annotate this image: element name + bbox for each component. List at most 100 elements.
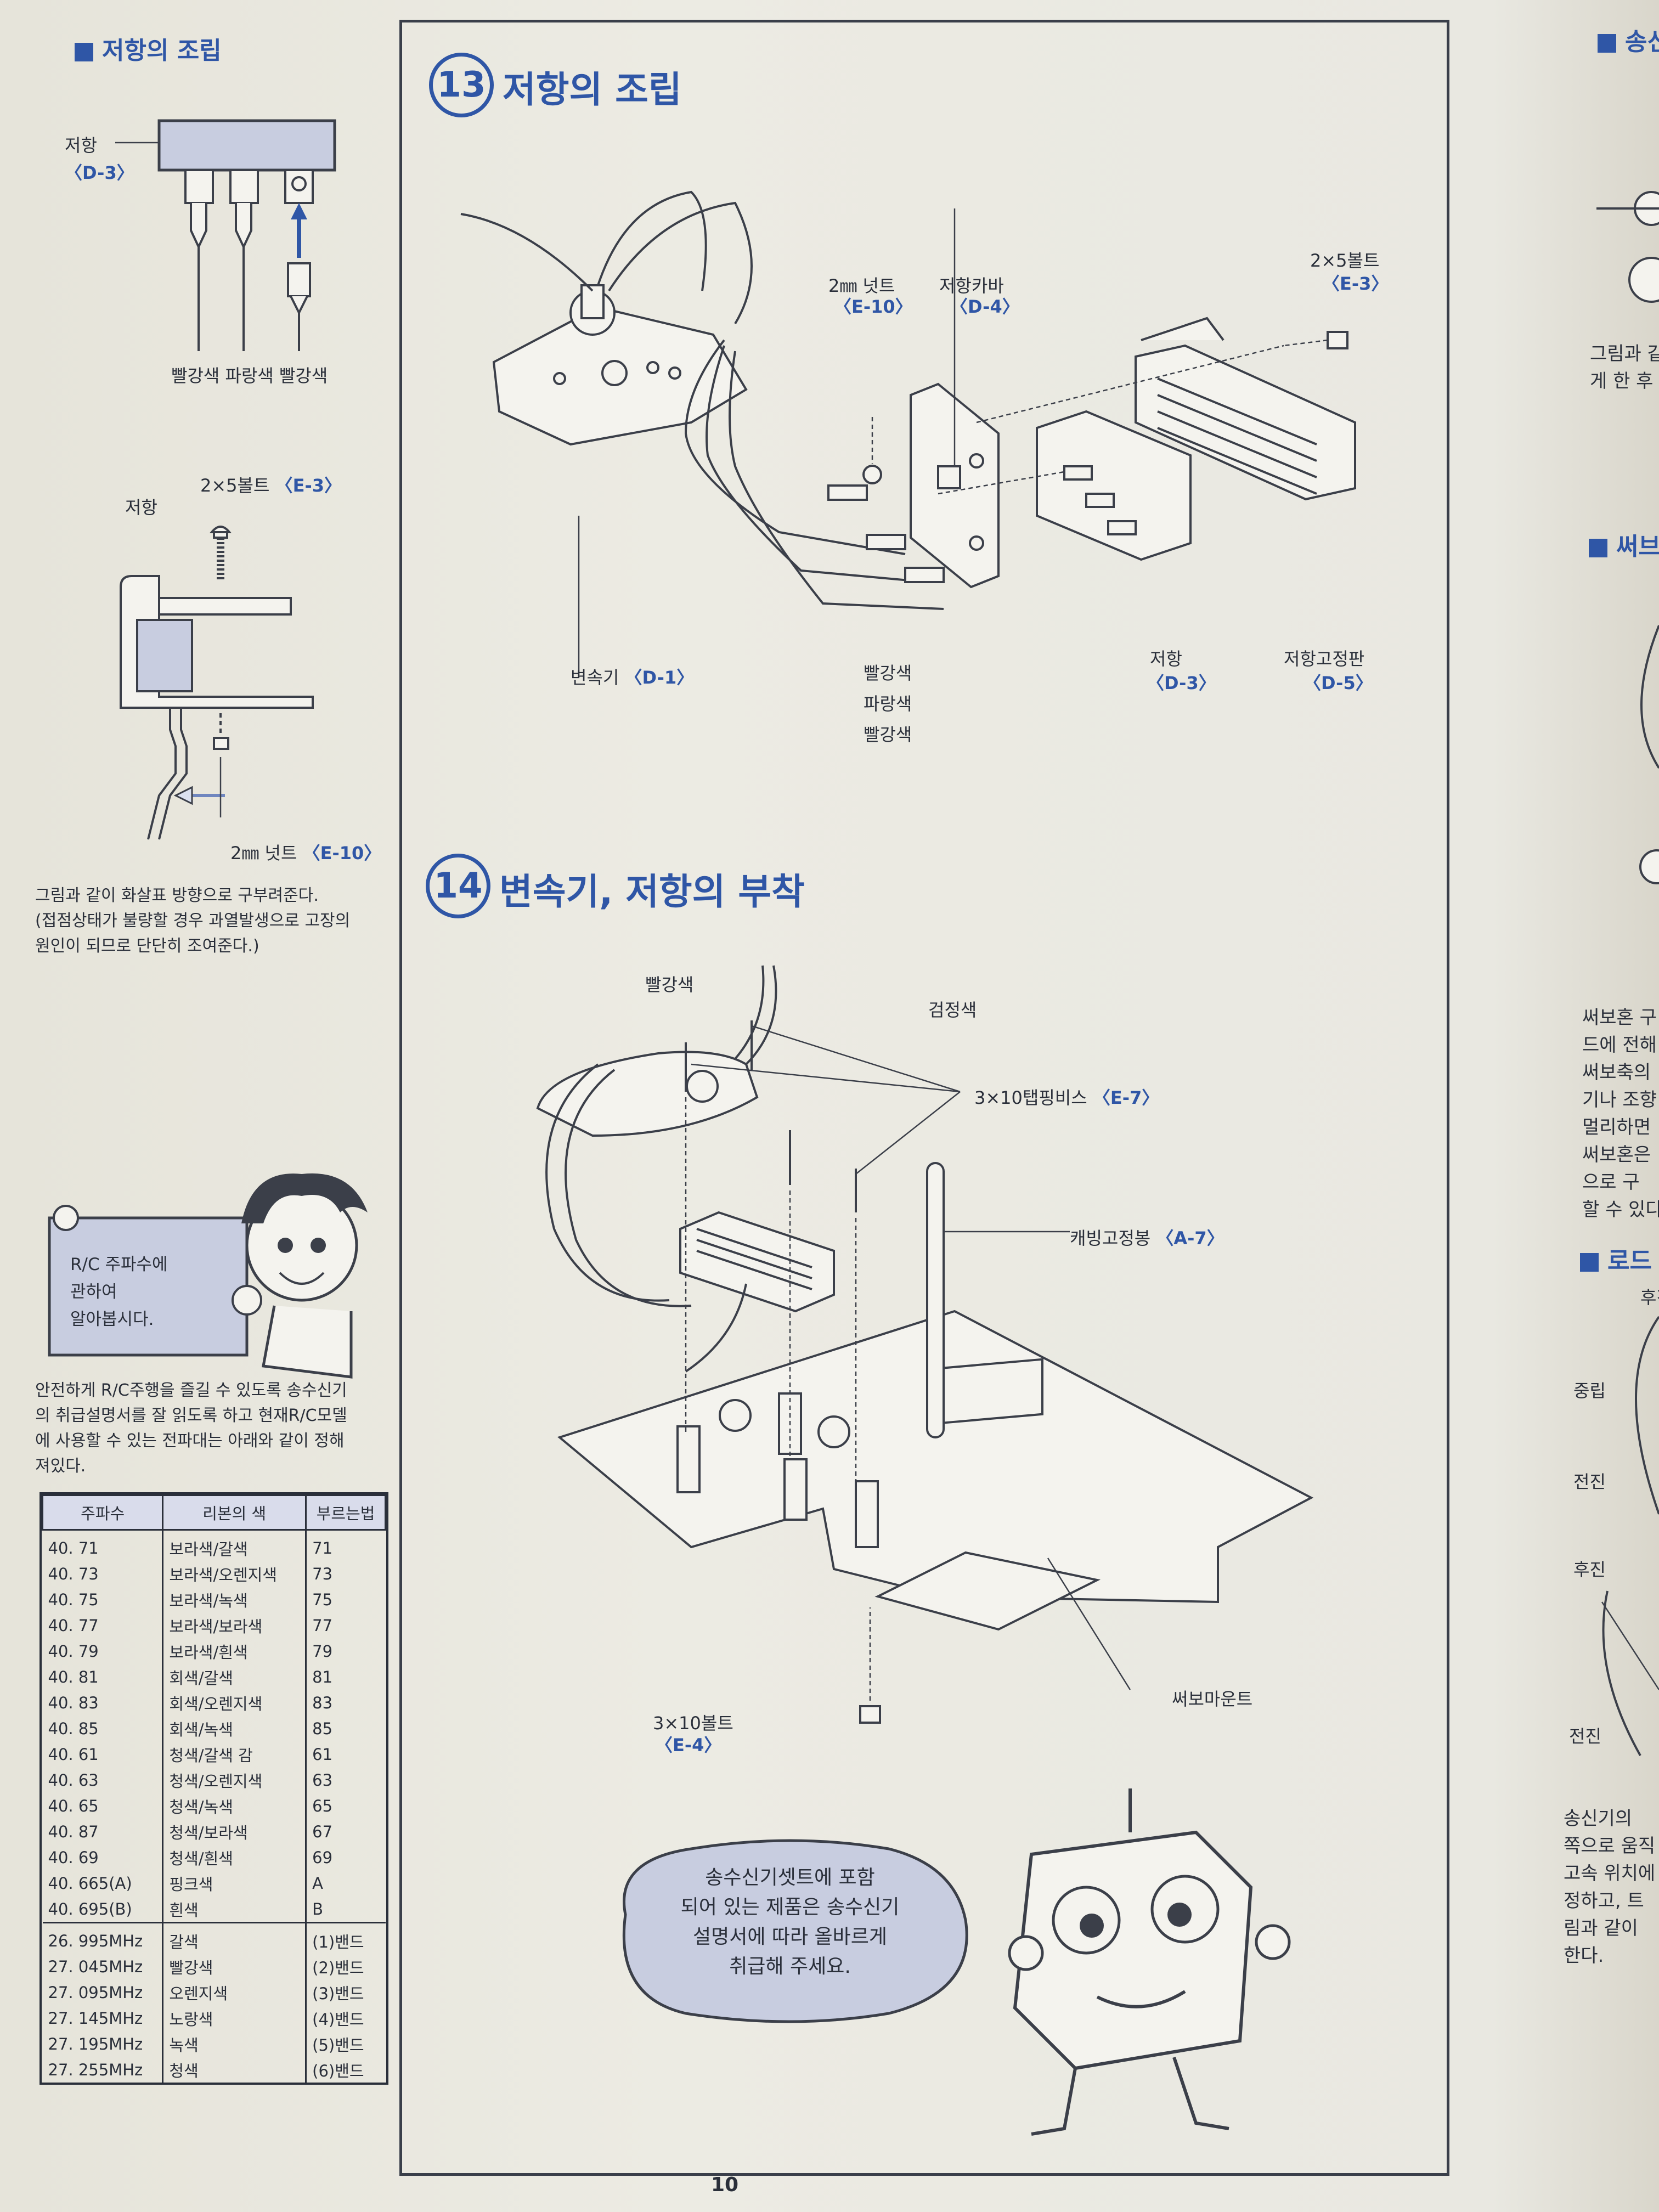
ribbon-color-cell: 회색/녹색 <box>162 1716 306 1741</box>
speech-bubble-text: 송수신기셋트에 포함 되어 있는 제품은 송수신기 설명서에 따라 올바르게 취… <box>636 1863 944 1982</box>
ribbon-color-cell: 청색/오렌지색 <box>162 1767 306 1793</box>
ribbon-color-cell: 녹색 <box>162 2031 306 2057</box>
right-text-c-line-2: 쪽으로 움직 <box>1564 1835 1656 1857</box>
call-name-cell: 71 <box>305 1530 386 1561</box>
right-title-1-text: 송신 <box>1625 28 1659 56</box>
diagram2-resistor-label: 저항 <box>125 497 157 518</box>
call-name-cell: 81 <box>305 1664 386 1690</box>
diagram2-nut-label: 2㎜ 넛트 〈E-10〉 <box>230 839 381 865</box>
frequency-cell: 40. 665(A) <box>48 1874 132 1893</box>
step13-cover-code: 〈D-4〉 <box>950 296 1020 317</box>
call-name-cell: 75 <box>305 1587 386 1612</box>
right-text-b-line-3: 써보축의 <box>1582 1062 1651 1084</box>
section-title-resistor-assembly: 저항의 조립 <box>75 31 222 66</box>
speech-bubble-shape <box>622 1839 968 2023</box>
right-text-a: 그림과 같 게 한 후 <box>1590 340 1659 395</box>
instruction-panel <box>399 20 1449 2176</box>
step14-black-label: 검정색 <box>928 1000 977 1020</box>
frequency-cell: 40. 73 <box>48 1564 99 1583</box>
frequency-cell: 40. 79 <box>48 1641 99 1661</box>
call-name-cell: (5)밴드 <box>305 2031 386 2057</box>
table-header-frequency: 주파수 <box>41 1494 164 1531</box>
step14-servo-mount-label: 써보마운트 <box>1172 1689 1253 1709</box>
right-servo-horn-sketch <box>1639 625 1659 884</box>
step13-red2-label: 빨강색 <box>864 724 912 745</box>
frequency-cell: 27. 045MHz <box>48 1957 143 1976</box>
frequency-cell: 40. 77 <box>48 1616 99 1635</box>
bubble-line-1: 송수신기셋트에 포함 <box>705 1866 875 1889</box>
ribbon-color-cell: 청색 <box>162 2057 306 2083</box>
transmitter-mascot-illustration <box>1008 1788 1291 2136</box>
step13-plate-label: 저항고정판 <box>1284 648 1365 669</box>
table-header-call-name: 부르는법 <box>305 1494 386 1531</box>
table-row: 27. 195MHz 녹색(5)밴드 <box>43 2031 386 2057</box>
call-name-cell: A <box>305 1870 386 1896</box>
right-servo-sketch <box>1596 191 1659 303</box>
call-name-cell: 77 <box>305 1612 386 1638</box>
right-text-c-line-3: 고속 위치에 <box>1564 1863 1656 1884</box>
right-label-forward-1: 전진 <box>1573 1471 1606 1492</box>
step-14-assembly-drawing <box>536 965 1314 1724</box>
diagram2-bolt-code: 〈E-3〉 <box>275 475 342 496</box>
frequency-cell: 27. 195MHz <box>48 2034 143 2053</box>
ribbon-color-cell: 빨강색 <box>162 1954 306 1979</box>
intro-line-4: 져있다. <box>35 1457 86 1476</box>
frequency-cell: 40. 69 <box>48 1848 99 1867</box>
frequency-cell: 40. 83 <box>48 1693 99 1712</box>
right-text-a-1: 그림과 같 <box>1590 343 1659 365</box>
cartoon-boy-illustration <box>48 1173 368 1379</box>
bubble-line-2: 되어 있는 제품은 송수신기 <box>680 1896 900 1918</box>
ribbon-color-cell: 회색/오렌지색 <box>162 1690 306 1716</box>
ribbon-color-cell: 청색/흰색 <box>162 1844 306 1870</box>
right-text-b-line-1: 써보혼 구 <box>1582 1007 1657 1029</box>
body-post-text: 캐빙고정봉 <box>1070 1228 1151 1249</box>
frequency-sign-text: R/C 주파수에 관하여 알아봅시다. <box>70 1251 168 1333</box>
call-name-cell: 65 <box>305 1793 386 1819</box>
step-14-number: 14 <box>426 854 490 918</box>
speed-controller-text: 변속기 <box>571 667 619 688</box>
ribbon-color-cell: 청색/보라색 <box>162 1819 306 1844</box>
call-name-cell: 67 <box>305 1819 386 1844</box>
tapping-screw-text: 3×10탭핑비스 <box>974 1087 1087 1108</box>
section-square-icon <box>75 43 93 61</box>
ribbon-color-cell: 청색/녹색 <box>162 1793 306 1819</box>
section-title-text: 저항의 조립 <box>102 37 222 65</box>
call-name-cell: 73 <box>305 1561 386 1587</box>
right-label-reverse-1: 후진 <box>1640 1287 1659 1308</box>
diagram1-resistor-code: 〈D-3〉 <box>65 162 134 183</box>
ribbon-color-cell: 갈색 <box>162 1922 306 1954</box>
sign-line-1: R/C 주파수에 <box>70 1255 168 1274</box>
right-title-3-text: 로드 <box>1607 1247 1652 1275</box>
assembly-note: 그림과 같이 화살표 방향으로 구부려준다. (접점상태가 불량할 경우 과열발… <box>35 883 386 959</box>
ribbon-color-cell: 보라색/갈색 <box>162 1530 306 1561</box>
frequency-cell: 40. 61 <box>48 1745 99 1764</box>
frequency-cell: 27. 255MHz <box>48 2060 143 2079</box>
right-square-icon-1 <box>1598 34 1616 53</box>
page-number: 10 <box>711 2174 739 2196</box>
bubble-line-3: 설명서에 따라 올바르게 <box>692 1926 888 1948</box>
note-line-3: 원인이 되므로 단단히 조여준다.) <box>35 936 259 956</box>
right-text-c-line-6: 한다. <box>1564 1945 1604 1967</box>
speed-controller-code: 〈D-1〉 <box>624 667 695 688</box>
ribbon-color-cell: 흰색 <box>162 1896 306 1923</box>
table-header-row: 주파수 리본의 색 부르는법 <box>41 1494 386 1531</box>
right-section-title-3: 로드 <box>1580 1241 1652 1276</box>
right-square-icon-3 <box>1580 1253 1599 1272</box>
frequency-cell: 40. 695(B) <box>48 1899 132 1918</box>
